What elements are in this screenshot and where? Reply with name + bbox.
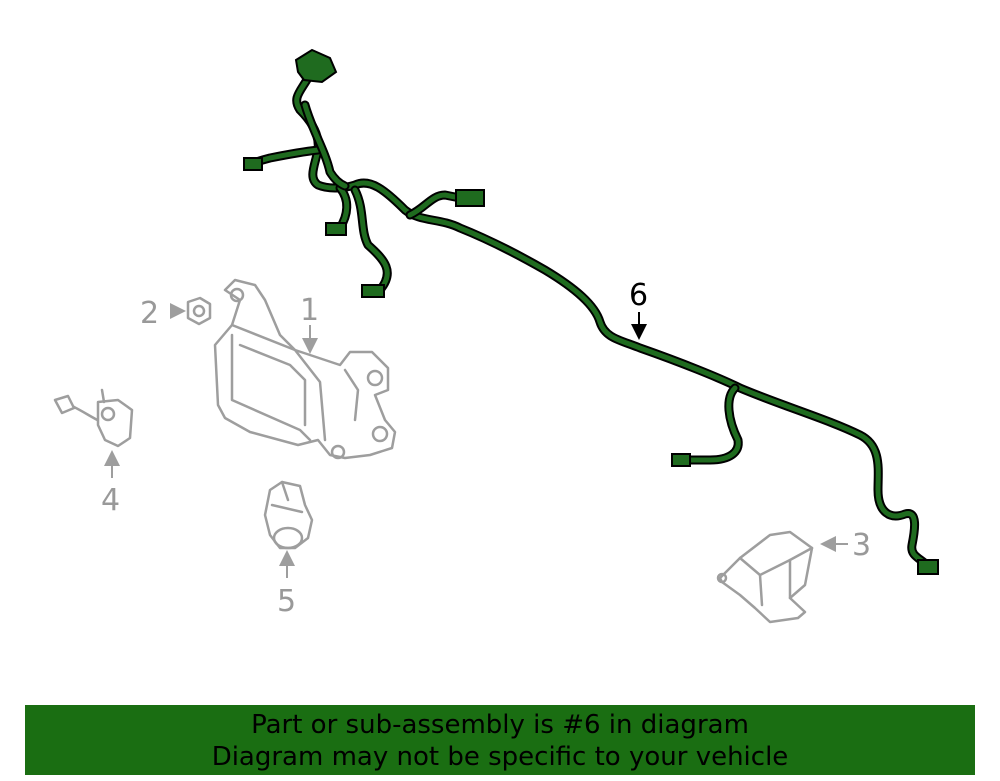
callout-numbers: 1 2 3 4 5 6 (101, 278, 871, 619)
part-5-bulb-socket[interactable] (263, 480, 314, 550)
callout-2: 2 (140, 296, 159, 331)
harness-connectors (243, 48, 939, 575)
callout-3: 3 (852, 528, 871, 563)
connector-lower-left (361, 284, 385, 298)
connector-top (294, 48, 338, 84)
harness-wires (245, 73, 933, 571)
callout-4: 4 (101, 483, 120, 518)
part-4-socket[interactable] (53, 388, 134, 448)
banner-line-2: Diagram may not be specific to your vehi… (211, 742, 789, 772)
part-3-sensor[interactable] (716, 530, 814, 624)
banner-line-1: Part or sub-assembly is #6 in diagram (251, 710, 749, 740)
connector-branch (671, 453, 691, 467)
part-6-wiring-harness[interactable] (243, 48, 939, 575)
part-2-nut[interactable] (186, 296, 212, 326)
connector-end (917, 559, 939, 575)
connector-mid-right (455, 189, 485, 207)
connector-mid-left (325, 222, 347, 236)
info-banner: Part or sub-assembly is #6 in diagram Di… (25, 705, 975, 775)
connector-left (243, 157, 263, 171)
callout-5: 5 (277, 584, 296, 619)
callout-6: 6 (629, 278, 648, 313)
parts-diagram: 1 2 3 4 5 6 (53, 48, 939, 624)
callout-1: 1 (300, 293, 319, 328)
leader-arrows (104, 303, 848, 578)
part-1-control-module[interactable] (213, 278, 397, 460)
